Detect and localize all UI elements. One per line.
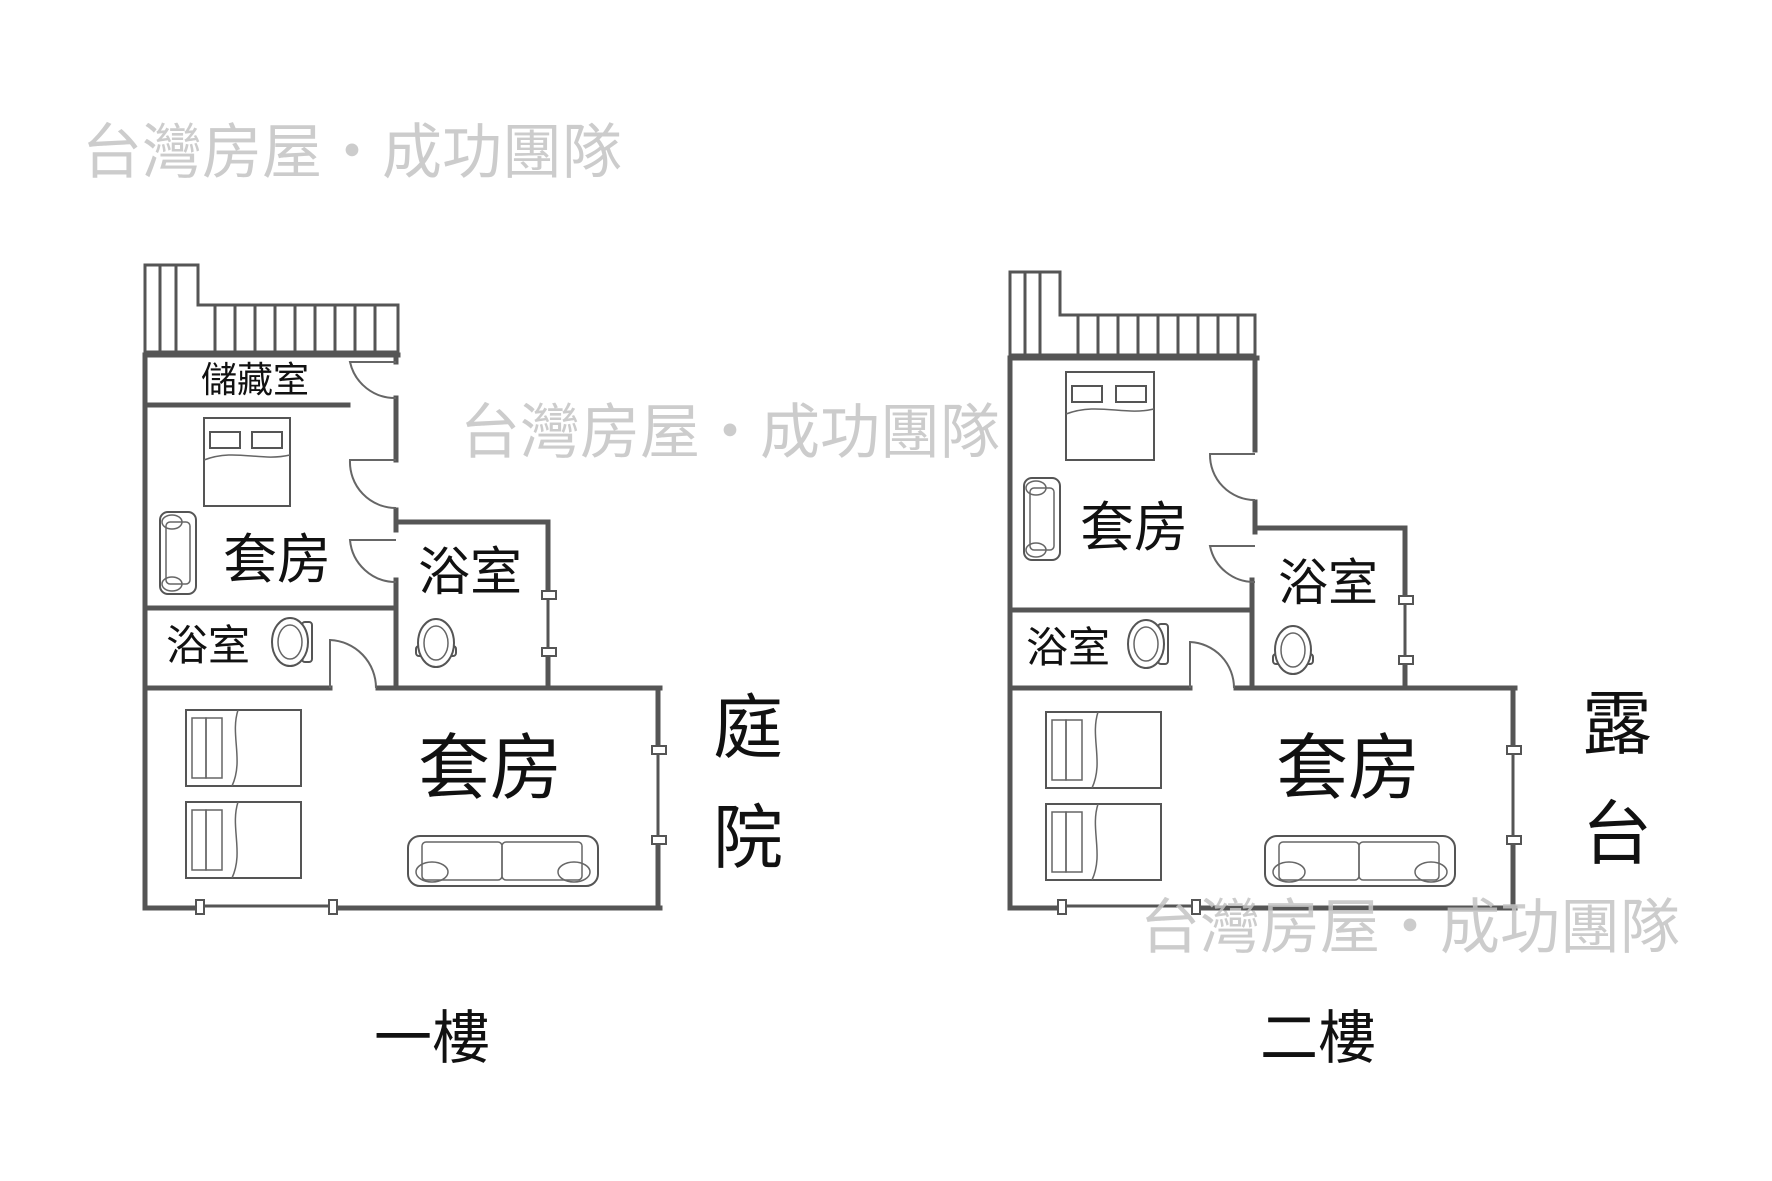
- floor1-suite-small-label: 套房: [223, 528, 331, 591]
- floor1-courtyard-label-1: 庭: [713, 687, 783, 769]
- floor2-walls: [1007, 355, 1518, 911]
- floor2-twin-bed-bottom: [1045, 803, 1162, 881]
- floor2-toilet-left: [1127, 619, 1169, 669]
- floor1-windows: [195, 590, 667, 915]
- floor1-caption: 一樓: [374, 1004, 490, 1072]
- floor1-suite-large-label: 套房: [418, 726, 562, 810]
- floor2-double-bed: [1065, 371, 1155, 461]
- floor2-plan: 套房 浴室 浴室 套房 露 台 二樓: [1007, 270, 1652, 1072]
- floor1-storage-label: 儲藏室: [201, 360, 309, 401]
- floor2-doors: [1189, 453, 1256, 689]
- floor1-bath-right-label: 浴室: [418, 543, 522, 603]
- watermark-bottom-right: 台灣房屋・成功團隊: [1140, 893, 1680, 963]
- floor2-twin-bed-top: [1045, 711, 1162, 789]
- floor2-terrace-label-2: 台: [1582, 793, 1652, 875]
- floor1-courtyard-label-2: 院: [713, 797, 783, 879]
- floor1-walls: [142, 352, 663, 911]
- floor2-toilet-right: [1272, 625, 1314, 675]
- floor2-suite-large-label: 套房: [1276, 726, 1420, 810]
- floor2-balcony-railing: [1008, 270, 1257, 360]
- floor2-bath-right-label: 浴室: [1278, 554, 1378, 612]
- floor1-balcony-railing: [143, 263, 400, 360]
- floor1-double-bed: [203, 417, 291, 507]
- floor2-armchair: [1023, 477, 1061, 561]
- floor2-windows: [1057, 595, 1522, 915]
- floor1-sofa: [407, 835, 599, 887]
- floor1-bath-left-label: 浴室: [166, 621, 250, 670]
- watermark-center: 台灣房屋・成功團隊: [460, 398, 1000, 468]
- floor2-terrace-label-1: 露: [1582, 683, 1652, 765]
- floor1-toilet-right: [415, 618, 457, 668]
- floor1-doors: [329, 361, 397, 689]
- floor1-armchair: [159, 511, 197, 595]
- floor1-plan: 儲藏室 套房 浴室 浴室 套房 庭 院 一樓: [142, 263, 783, 1072]
- watermark-top-left: 台灣房屋・成功團隊: [82, 118, 622, 188]
- floor2-bath-left-label: 浴室: [1026, 623, 1110, 672]
- floor1-twin-bed-top: [185, 709, 302, 787]
- floor2-suite-small-label: 套房: [1080, 496, 1188, 559]
- floor1-twin-bed-bottom: [185, 801, 302, 879]
- floor1-toilet-left: [271, 617, 313, 667]
- floor2-caption: 二樓: [1260, 1004, 1376, 1072]
- floor2-sofa: [1264, 835, 1456, 887]
